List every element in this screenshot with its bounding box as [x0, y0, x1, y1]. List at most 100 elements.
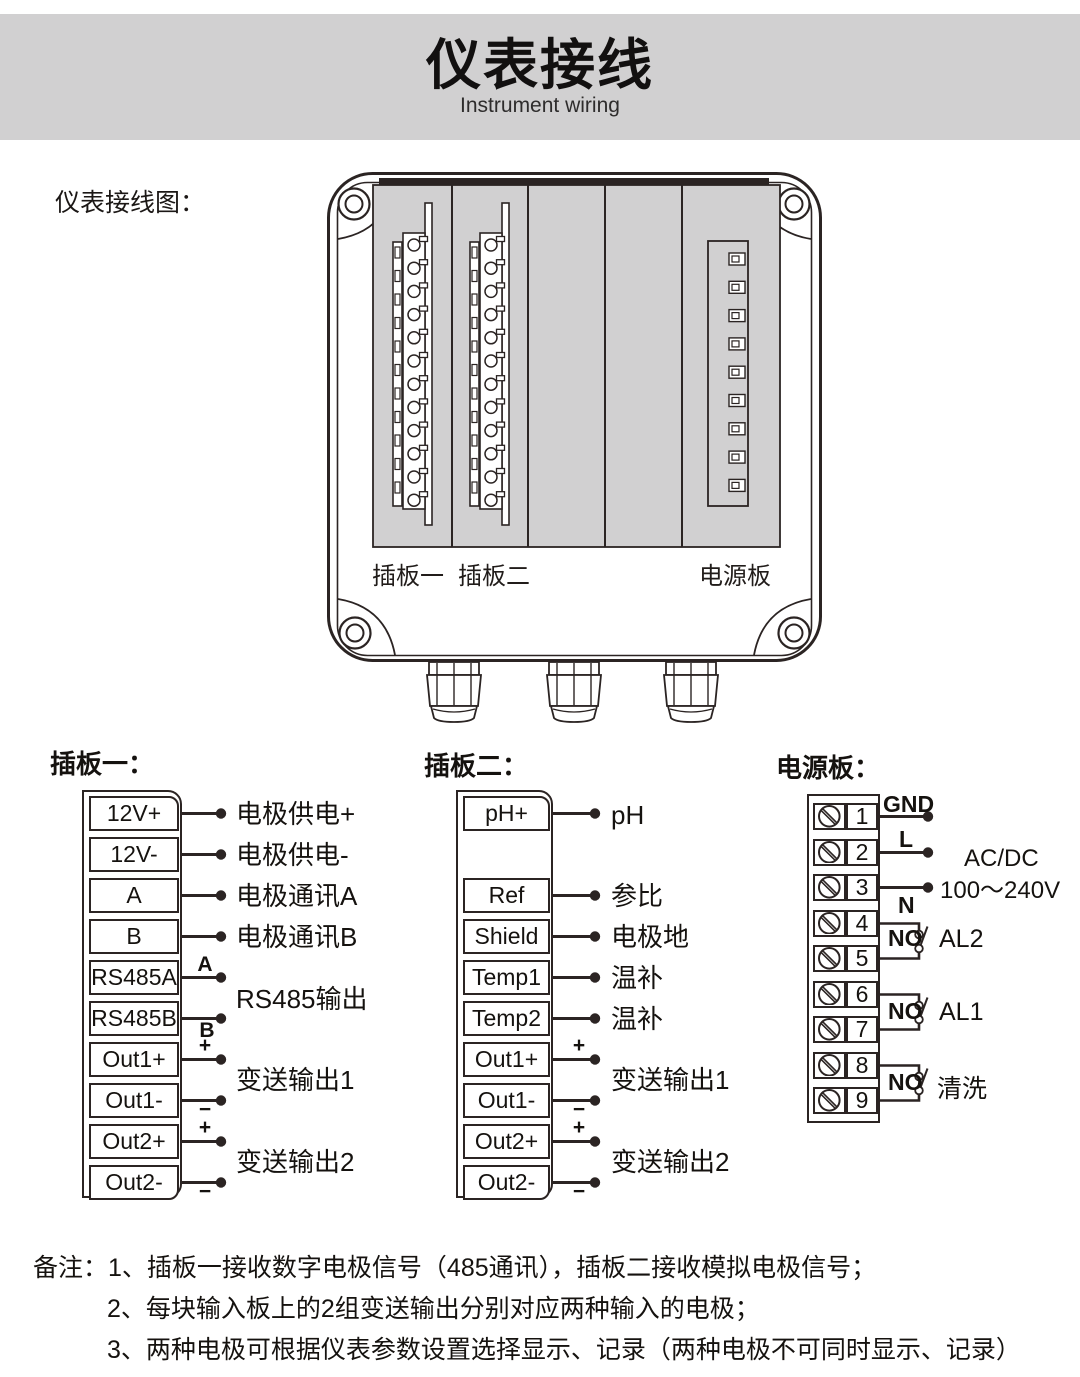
board2-terminal-7: Out1-: [463, 1083, 550, 1118]
board1-terminal-4: B: [89, 919, 179, 954]
board1-signal-4: 电极通讯B: [236, 922, 358, 952]
power-rating-line1: AC/DC: [964, 845, 1039, 872]
corner-screws: [337, 187, 811, 650]
board3-title: 电源板：: [776, 753, 881, 783]
board3-terminal-number-9: 9: [846, 1087, 878, 1114]
board2-terminal-4: Temp1: [463, 960, 550, 995]
board1-wire-dots: [215, 808, 227, 1188]
board3-power-wires: [880, 815, 924, 889]
note-item-3: 3、两种电极可根据仪表参数设置选择显示、记录（两种电极不可同时显示、记录）: [107, 1336, 1021, 1364]
note-line-1: 备注：1、插板一接收数字电极信号（485通讯），插板二接收模拟电极信号；: [33, 1248, 1021, 1289]
board1-wire-mark-plus2: +: [198, 1116, 212, 1139]
cable-gland-3: [663, 661, 719, 723]
board1-terminal-7: Out1+: [89, 1042, 179, 1077]
board1-signal-7: 变送输出2: [236, 1147, 355, 1177]
board3-terminal-number-7: 7: [846, 1016, 878, 1043]
slot-dividers: [451, 185, 683, 547]
board2-terminal-3: Shield: [463, 919, 550, 954]
page-subtitle: Instrument wiring: [460, 94, 620, 117]
board2-signal-1: pH: [611, 800, 645, 830]
screw-terminal-icon: [813, 1051, 846, 1079]
neutral-label: N: [898, 892, 915, 918]
relay3-label: 清洗: [937, 1075, 988, 1103]
board3-terminal-number-4: 4: [846, 909, 878, 937]
board1-wire-mark-minus2: −: [198, 1180, 212, 1203]
board1-terminal-9: Out2+: [89, 1124, 179, 1159]
page-title: 仪表接线: [425, 34, 654, 96]
board2-wire-dots: [589, 808, 601, 1188]
board2-terminal-6: Out1+: [463, 1042, 550, 1077]
notes-prefix: 备注：: [33, 1254, 109, 1282]
board1-wires: [182, 812, 217, 1184]
board1-signal-3: 电极通讯A: [236, 881, 358, 911]
board3-terminal-number-3: 3: [846, 874, 878, 901]
board1-wire-mark-a: A: [197, 953, 213, 976]
board1-terminal-6: RS485B: [89, 1001, 179, 1036]
board1-terminal-10: Out2-: [89, 1165, 179, 1200]
board2-wire-mark-minus1: −: [572, 1098, 586, 1121]
board2-wires: [553, 812, 591, 1184]
board1-title: 插板一：: [50, 749, 155, 779]
board1-wire-mark-b: B: [199, 1019, 215, 1042]
cable-gland-1: [426, 661, 482, 723]
enclosure-slot2-label: 插板二: [458, 564, 530, 590]
board1-signal-2: 电极供电-: [236, 840, 349, 870]
board2-title: 插板二：: [424, 751, 529, 781]
relay1-contact-label: NO: [888, 925, 923, 951]
relay-brackets: [880, 922, 921, 1102]
relay3-contact-label: NO: [888, 1069, 923, 1095]
board2-terminal-2: Ref: [463, 878, 550, 913]
board3-wire-dots: [922, 811, 934, 893]
board1-signal-1: 电极供电+: [236, 799, 356, 829]
gnd-label: GND: [883, 791, 935, 817]
enclosure-slot1-label: 插板一: [372, 564, 444, 590]
board2-terminal-1: pH+: [463, 796, 550, 831]
board1-wire-mark-minus1: −: [198, 1098, 212, 1121]
board1-wire-mark-plus1: +: [198, 1034, 212, 1057]
board2-terminal-5: Temp2: [463, 1001, 550, 1036]
line-label: L: [899, 826, 914, 852]
screw-terminal-icon: [813, 909, 846, 937]
board2-terminal-8: Out2+: [463, 1124, 550, 1159]
board3-terminal-number-5: 5: [846, 945, 878, 972]
screw-terminal-icon: [813, 803, 846, 830]
board3-terminal-number-6: 6: [846, 980, 878, 1008]
screw-terminal-icon: [813, 1016, 846, 1043]
screw-terminal-icon: [813, 874, 846, 901]
enclosure-drawing: [327, 172, 822, 723]
board2-wire-mark-plus1: +: [572, 1034, 586, 1057]
power-board-block: [707, 240, 749, 507]
relay-contacts: [914, 926, 929, 1096]
board2-wire-mark-minus2: −: [572, 1180, 586, 1203]
relay2-label: AL1: [939, 998, 984, 1026]
relay1-label: AL2: [939, 925, 984, 953]
board2-signal-5: 温补: [611, 1004, 664, 1034]
board2-wire-mark-plus2: +: [572, 1116, 586, 1139]
power-rating-line2: 100～240V: [940, 877, 1061, 904]
board3-terminal-number-1: 1: [846, 803, 878, 830]
note-item-1: 1、插板一接收数字电极信号（485通讯），插板二接收模拟电极信号；: [108, 1254, 877, 1282]
board2-signal-6: 变送输出1: [611, 1065, 730, 1095]
board2-signal-4: 温补: [611, 963, 664, 993]
enclosure-power-label: 电源板: [699, 564, 771, 590]
board1-terminal-5: RS485A: [89, 960, 179, 995]
board1-terminal-1: 12V+: [89, 796, 179, 831]
screw-terminal-icon: [813, 980, 846, 1008]
board1-signal-5: RS485输出: [236, 984, 368, 1014]
relay2-contact-label: NO: [888, 998, 923, 1024]
board1-signal-6: 变送输出1: [236, 1065, 355, 1095]
screw-terminal-icon: [813, 1087, 846, 1114]
note-item-2: 2、每块输入板上的2组变送输出分别对应两种输入的电极；: [107, 1295, 760, 1323]
board2-signal-7: 变送输出2: [611, 1147, 730, 1177]
board1-terminal-2: 12V-: [89, 837, 179, 872]
header-band: 仪表接线 Instrument wiring: [0, 14, 1080, 140]
board1-terminal-8: Out1-: [89, 1083, 179, 1118]
board3-terminal-number-8: 8: [846, 1051, 878, 1079]
input-board-1-block: [392, 202, 433, 526]
board2-terminal-9: Out2-: [463, 1165, 550, 1200]
top-seam-bar: [379, 178, 769, 185]
board1-terminal-3: A: [89, 878, 179, 913]
board3-terminal-number-2: 2: [846, 838, 878, 866]
